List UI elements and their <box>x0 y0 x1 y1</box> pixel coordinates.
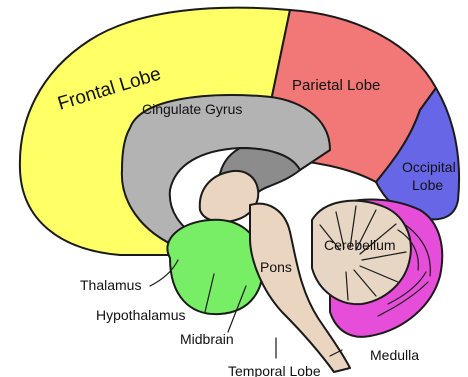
cerebellum-label: Cerebellum <box>324 237 396 253</box>
temporal-lobe-label: Temporal Lobe <box>228 363 321 377</box>
temporal-lobe-region <box>167 220 262 314</box>
parietal-lobe-label: Parietal Lobe <box>292 77 380 94</box>
occipital-lobe-label-line1: Occipital <box>402 159 456 175</box>
midbrain-label: Midbrain <box>180 331 234 347</box>
pons-label: Pons <box>260 259 292 275</box>
cingulate-gyrus-label: Cingulate Gyrus <box>142 101 242 117</box>
thalamus-label: Thalamus <box>80 277 141 293</box>
hypothalamus-label: Hypothalamus <box>96 307 186 323</box>
medulla-label: Medulla <box>370 347 419 363</box>
occipital-lobe-label-line2: Lobe <box>412 177 443 193</box>
